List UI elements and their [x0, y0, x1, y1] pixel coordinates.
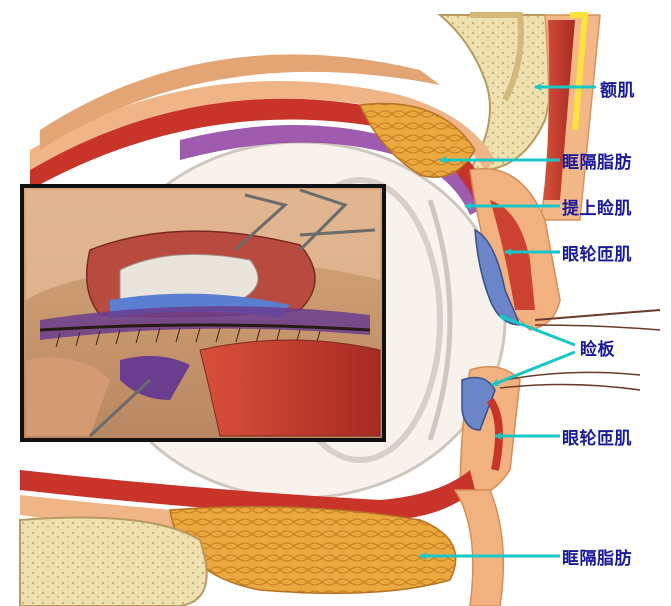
lower-eyelid: [459, 365, 641, 501]
maxilla-bone: [19, 516, 208, 606]
lower-orbit: [19, 470, 505, 606]
lower-orbital-fat: [169, 505, 457, 595]
surgical-inset: [20, 184, 386, 442]
frontalis-muscle: [543, 20, 575, 200]
label-orbicularis-lower: 眼轮匝肌: [562, 429, 632, 449]
lower-tarsus: [461, 376, 496, 431]
upper-eyelid: [469, 167, 661, 331]
label-orbital-septum-fat-lower: 眶隔脂肪: [562, 549, 632, 569]
label-orbital-septum-fat-upper: 眶隔脂肪: [562, 153, 632, 173]
forehead-skin: [539, 12, 601, 221]
arrow-tarsus-upper: [499, 314, 576, 347]
label-orbicularis-upper: 眼轮匝肌: [562, 245, 632, 265]
arrow-tarsus-lower: [491, 350, 576, 387]
pointer-arrows: [419, 83, 596, 560]
label-levator: 提上睑肌: [562, 199, 632, 219]
label-frontalis: 额肌: [600, 81, 635, 101]
label-tarsus: 睑板: [580, 340, 615, 360]
